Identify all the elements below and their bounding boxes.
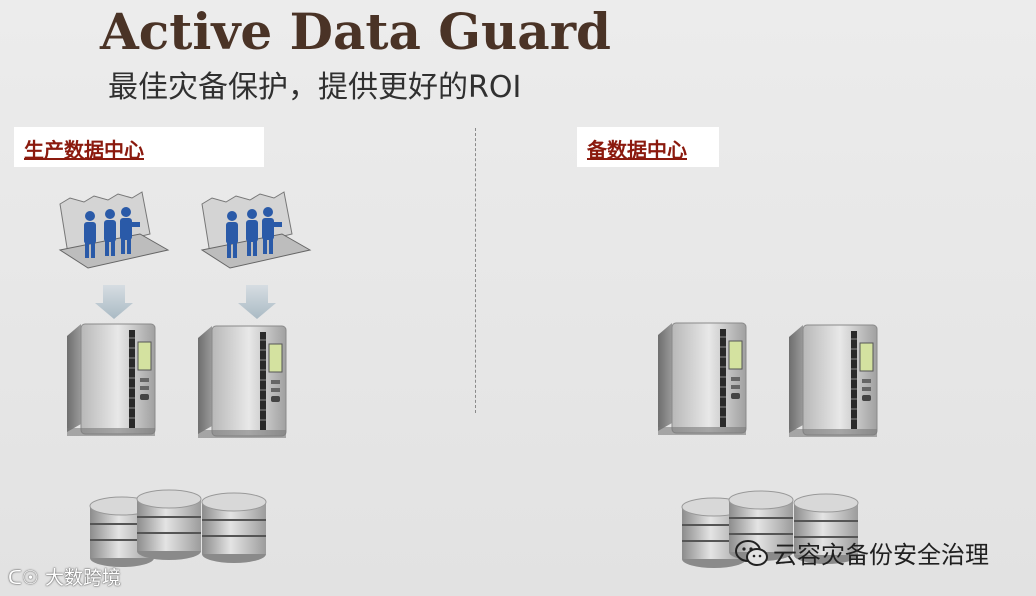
- slide-title: Active Data Guard: [100, 2, 612, 61]
- users-room-icon: [59, 191, 169, 269]
- wechat-icon: [735, 540, 768, 566]
- arrow-down-icon: [95, 285, 133, 319]
- production-datacenter-label: 生产数据中心: [24, 138, 144, 162]
- slide-subtitle: 最佳灾备保护，提供更好的ROI: [108, 70, 522, 105]
- watermark-left-text: 大数跨境: [44, 567, 121, 589]
- database-icon: [201, 492, 267, 564]
- production-label-box: 生产数据中心: [14, 127, 264, 167]
- standby-label-box: 备数据中心: [577, 127, 719, 167]
- standby-datacenter-label: 备数据中心: [587, 138, 687, 162]
- watermark-right-text: 云容灾备份安全治理: [773, 541, 989, 569]
- server-icon: [788, 324, 878, 438]
- server-icon: [657, 322, 747, 436]
- watermark-right: 云容灾备份安全治理: [735, 535, 989, 570]
- watermark-left: ᑕ☉ 大数跨境: [8, 563, 121, 590]
- datacenter-divider: [475, 128, 476, 413]
- server-icon: [197, 325, 287, 439]
- arrow-down-icon: [238, 285, 276, 319]
- watermark-logo-icon: ᑕ☉: [8, 567, 39, 589]
- database-icon: [136, 489, 202, 561]
- server-icon: [66, 323, 156, 437]
- users-room-icon: [201, 191, 311, 269]
